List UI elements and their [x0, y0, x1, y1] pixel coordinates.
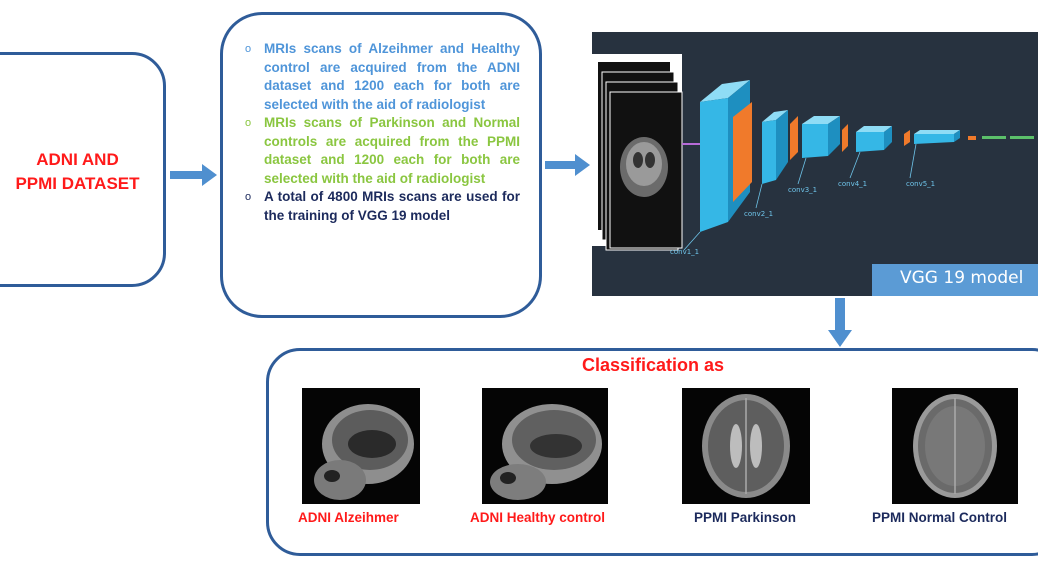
vgg-architecture-diagram [592, 54, 1034, 251]
arrow-right-icon [170, 164, 217, 186]
axial-mri-image [682, 388, 810, 504]
layer-label: conv5_1 [906, 180, 936, 188]
step-text: MRIs scans of Parkinson and Normal contr… [264, 115, 520, 186]
class-label: PPMI Parkinson [694, 510, 797, 525]
step-text: A total of 4800 MRIs scans are used for … [264, 189, 520, 223]
sagittal-mri-image [482, 388, 608, 504]
steps-list: o MRIs scans of Alzeihmer and Healthy co… [242, 40, 520, 225]
layer-label: conv1_1 [670, 248, 700, 256]
model-label-bar [872, 264, 1038, 296]
bullet-icon: o [245, 117, 252, 129]
dataset-box [0, 52, 166, 287]
arrow-right-icon [545, 154, 590, 176]
step-item: o MRIs scans of Parkinson and Normal con… [242, 114, 520, 188]
class-label: ADNI Healthy control [470, 510, 606, 525]
mri-input-stack-icon [598, 62, 683, 251]
sagittal-mri-image [302, 388, 420, 504]
step-item: o MRIs scans of Alzeihmer and Healthy co… [242, 40, 520, 114]
steps-box [220, 12, 542, 318]
step-text: MRIs scans of Alzeihmer and Healthy cont… [264, 41, 520, 112]
bullet-icon: o [245, 191, 252, 203]
vgg-diagram-panel: conv1_1 conv2_1 conv3_1 conv4_1 conv5_1 … [592, 32, 1038, 296]
classification-title: Classification as [582, 355, 725, 375]
layer-label: conv2_1 [744, 210, 774, 218]
layer-label: conv3_1 [788, 186, 818, 194]
step-item: o A total of 4800 MRIs scans are used fo… [242, 188, 520, 225]
class-label: PPMI Normal Control [872, 510, 1008, 525]
bullet-icon: o [245, 43, 252, 55]
layer-label: conv4_1 [838, 180, 868, 188]
arrow-down-icon [828, 298, 852, 347]
model-label: VGG 19 model [900, 268, 1024, 288]
axial-mri-image [892, 388, 1018, 504]
class-label: ADNI Alzeihmer [298, 510, 399, 525]
dataset-title: ADNI AND PPMI DATASET [15, 150, 140, 193]
